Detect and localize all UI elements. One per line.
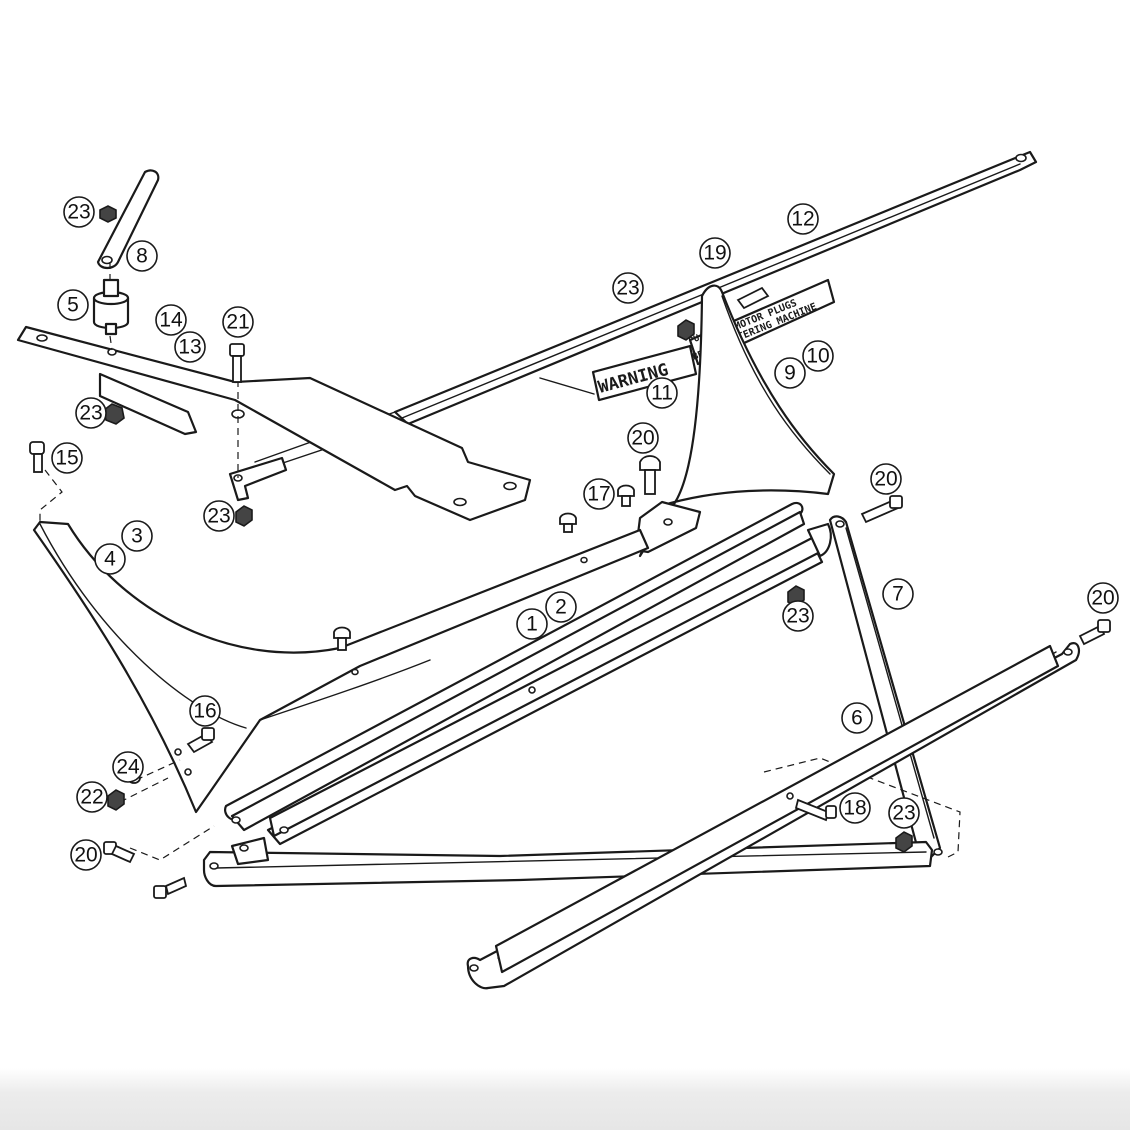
callout-20: 20	[627, 422, 659, 454]
callout-12: 12	[787, 203, 819, 235]
svg-text:10: 10	[806, 345, 829, 368]
callout-1: 1	[516, 608, 548, 640]
callout-5: 5	[57, 289, 89, 321]
svg-text:23: 23	[207, 505, 230, 528]
svg-text:11: 11	[651, 382, 673, 405]
svg-text:14: 14	[159, 309, 183, 332]
svg-text:20: 20	[74, 844, 97, 867]
callout-20: 20	[1087, 582, 1119, 614]
callout-16: 16	[189, 695, 221, 727]
callout-18: 18	[839, 792, 871, 824]
cross-rail	[466, 642, 1080, 990]
svg-text:1: 1	[526, 613, 538, 636]
svg-text:7: 7	[892, 583, 904, 606]
callout-6: 6	[841, 702, 873, 734]
svg-text:23: 23	[79, 402, 102, 425]
assembly-leaders	[39, 262, 239, 861]
callout-20: 20	[70, 839, 102, 871]
svg-text:9: 9	[784, 362, 796, 385]
lower-guard-rails	[224, 501, 832, 846]
callout-23: 23	[203, 500, 235, 532]
callout-9: 9	[774, 357, 806, 389]
rubber-mount	[92, 278, 130, 336]
callout-23: 23	[75, 397, 107, 429]
callout-10: 10	[802, 340, 834, 372]
svg-text:2: 2	[555, 596, 567, 619]
svg-text:5: 5	[67, 294, 79, 317]
callout-15: 15	[51, 442, 83, 474]
svg-text:12: 12	[791, 208, 814, 231]
callout-3: 3	[121, 520, 153, 552]
callout-17: 17	[583, 478, 615, 510]
svg-text:16: 16	[193, 700, 216, 723]
svg-text:20: 20	[874, 468, 897, 491]
svg-text:22: 22	[80, 786, 103, 809]
svg-text:23: 23	[616, 277, 639, 300]
callout-11: 11	[646, 377, 678, 409]
callout-13: 13	[174, 331, 206, 363]
svg-text:23: 23	[892, 802, 915, 825]
right-flared-guard	[634, 284, 836, 558]
callout-22: 22	[76, 781, 108, 813]
svg-text:3: 3	[131, 525, 143, 548]
callout-4: 4	[94, 543, 126, 575]
callout-20: 20	[870, 463, 902, 495]
left-curved-guard	[32, 520, 650, 814]
footer-shadow-band	[0, 1068, 1130, 1130]
callout-2: 2	[545, 591, 577, 623]
support-rod	[96, 169, 160, 270]
svg-text:17: 17	[587, 483, 610, 506]
svg-text:20: 20	[631, 427, 654, 450]
callout-23: 23	[612, 272, 644, 304]
callout-23: 23	[782, 600, 814, 632]
callout-23: 23	[63, 196, 95, 228]
callout-21: 21	[222, 306, 254, 338]
callout-19: 19	[699, 237, 731, 269]
svg-text:19: 19	[703, 242, 726, 265]
svg-text:21: 21	[226, 311, 249, 334]
upper-bracket-plate	[16, 325, 532, 522]
svg-text:23: 23	[67, 201, 90, 224]
lower-frame-bar	[202, 757, 961, 888]
callout-7: 7	[882, 578, 914, 610]
svg-text:23: 23	[786, 605, 809, 628]
callout-8: 8	[126, 240, 158, 272]
svg-text:4: 4	[104, 548, 116, 571]
svg-text:18: 18	[843, 797, 866, 820]
svg-text:24: 24	[116, 756, 140, 779]
callout-14: 14	[155, 304, 187, 336]
svg-text:13: 13	[178, 336, 201, 359]
callout-23: 23	[888, 797, 920, 829]
svg-text:8: 8	[136, 245, 148, 268]
svg-text:20: 20	[1091, 587, 1114, 610]
callout-24: 24	[112, 751, 144, 783]
svg-text:15: 15	[55, 447, 78, 470]
svg-text:6: 6	[851, 707, 863, 730]
